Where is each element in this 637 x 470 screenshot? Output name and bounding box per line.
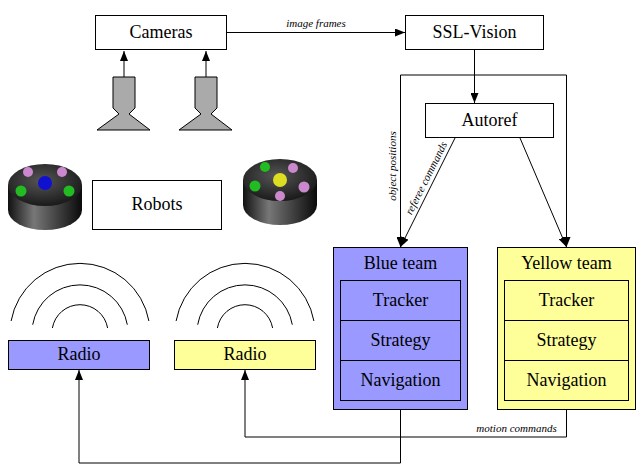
flow-arrow bbox=[475, 50, 567, 247]
process-box: Robots bbox=[92, 180, 222, 230]
flow-arrow bbox=[520, 138, 567, 247]
camera-arrow bbox=[206, 51, 207, 77]
flow-arrow bbox=[401, 50, 475, 247]
box-label: Strategy bbox=[537, 331, 597, 351]
team-heading: Blue team bbox=[334, 248, 467, 280]
camera-icon bbox=[179, 77, 232, 130]
module-box: Strategy bbox=[504, 320, 629, 361]
module-box: Navigation bbox=[504, 360, 629, 401]
robot-icon bbox=[243, 159, 317, 225]
team-heading: Yellow team bbox=[498, 248, 635, 280]
team-box: Blue teamTrackerStrategyNavigation bbox=[333, 247, 468, 410]
radio-waves bbox=[11, 263, 149, 328]
process-box: SSL-Vision bbox=[405, 15, 544, 50]
module-box: Tracker bbox=[340, 280, 461, 321]
team-title: Yellow team bbox=[521, 254, 612, 274]
box-label: Radio bbox=[224, 345, 267, 365]
edge-label: image frames bbox=[284, 16, 348, 28]
box-label: Tracker bbox=[539, 291, 594, 311]
flow-arrow bbox=[401, 138, 456, 247]
edge-label: referee commands bbox=[402, 138, 450, 219]
box-label: Navigation bbox=[527, 371, 607, 391]
box-label: Autoref bbox=[462, 111, 518, 131]
team-title: Blue team bbox=[364, 254, 437, 274]
process-box: Cameras bbox=[95, 15, 227, 50]
edge-label: motion commands bbox=[474, 422, 558, 434]
process-box: Autoref bbox=[425, 103, 554, 138]
module-box: Tracker bbox=[504, 280, 629, 321]
camera-icon bbox=[97, 77, 150, 130]
module-box: Navigation bbox=[340, 360, 461, 401]
box-label: Cameras bbox=[130, 23, 193, 43]
radio-box: Radio bbox=[8, 340, 150, 370]
module-box: Strategy bbox=[340, 320, 461, 361]
radio-box: Radio bbox=[174, 340, 316, 370]
box-label: Radio bbox=[58, 345, 101, 365]
box-label: Robots bbox=[131, 195, 182, 215]
edge-label: object positions bbox=[385, 129, 397, 202]
team-box: Yellow teamTrackerStrategyNavigation bbox=[497, 247, 636, 410]
robot-icon bbox=[8, 164, 82, 230]
camera-arrow bbox=[124, 51, 125, 77]
box-label: Tracker bbox=[373, 291, 428, 311]
flow-arrow bbox=[227, 32, 405, 33]
box-label: SSL-Vision bbox=[433, 23, 517, 43]
box-label: Navigation bbox=[361, 371, 441, 391]
box-label: Strategy bbox=[371, 331, 431, 351]
radio-waves bbox=[176, 263, 314, 328]
